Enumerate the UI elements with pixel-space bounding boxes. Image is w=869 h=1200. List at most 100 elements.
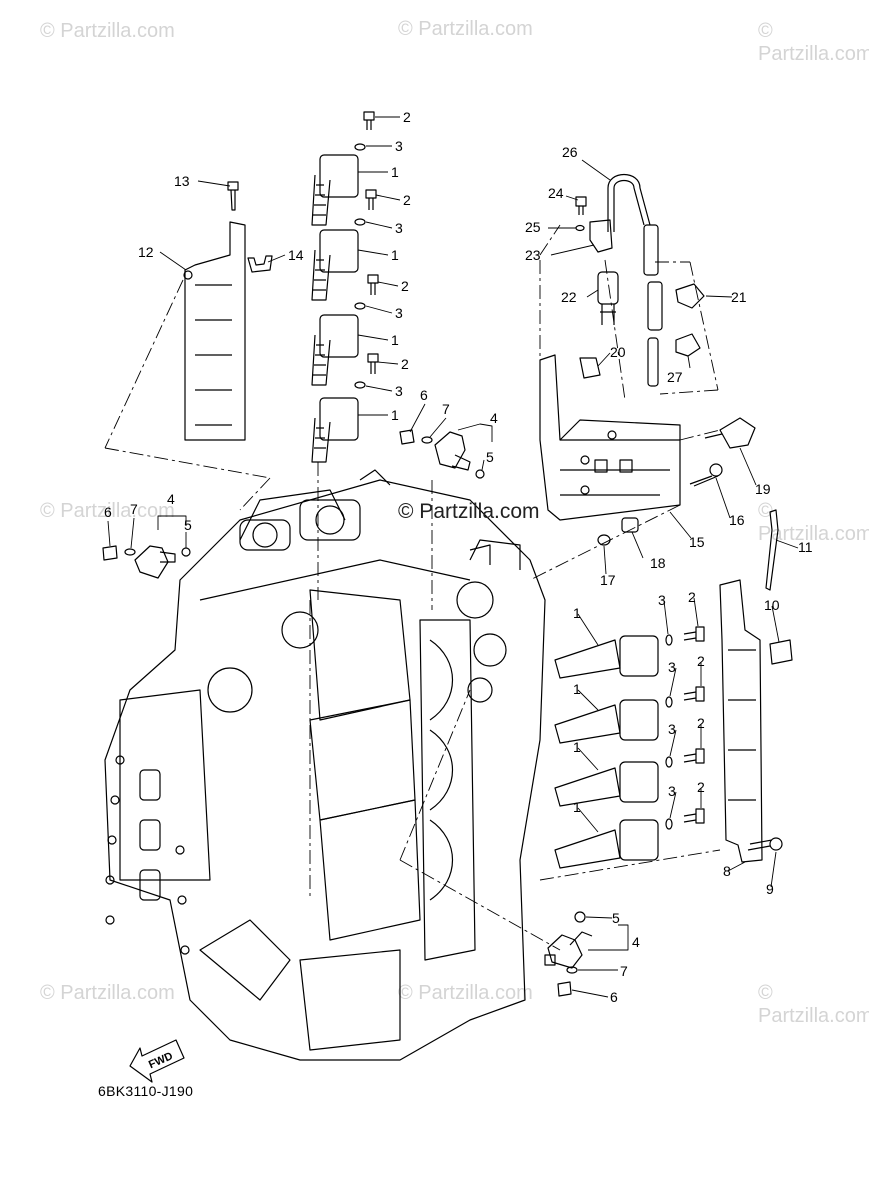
callout-6-left: 6	[104, 504, 112, 520]
callout-1-r4: 1	[573, 799, 581, 815]
callout-4-left: 4	[167, 491, 175, 507]
bolt-16	[689, 463, 723, 487]
forward-arrow-icon	[129, 1039, 185, 1083]
callout-12: 12	[138, 244, 154, 260]
hose-26	[607, 174, 651, 232]
callout-6-lower: 6	[610, 989, 618, 1005]
callout-10: 10	[764, 597, 780, 613]
callout-3-r2: 3	[668, 659, 676, 675]
leader-lines	[107, 116, 799, 998]
ignition-coil-right-4	[554, 819, 659, 869]
callout-2c: 2	[401, 278, 409, 294]
callout-5-left: 5	[184, 517, 192, 533]
callout-3b: 3	[395, 220, 403, 236]
band-11	[765, 509, 779, 591]
watermark-mid-right: © Partzilla.com	[758, 500, 869, 545]
bolt-24	[575, 196, 587, 215]
callout-2-r2: 2	[697, 653, 705, 669]
wire-clamp-14	[247, 255, 273, 273]
callout-1b: 1	[391, 247, 399, 263]
ignition-coil-top-3	[311, 314, 359, 386]
part-code: 6BK3110-J190	[98, 1083, 194, 1099]
collar-18	[621, 517, 639, 533]
callout-1-r2: 1	[573, 681, 581, 697]
callout-3d: 3	[395, 383, 403, 399]
callout-2-r3: 2	[697, 715, 705, 731]
callout-1a: 1	[391, 164, 399, 180]
sensor-assembly-lower	[544, 911, 593, 997]
watermark-bottom-right: © Partzilla.com	[758, 982, 869, 1027]
callout-13: 13	[174, 173, 190, 189]
callout-1c: 1	[391, 332, 399, 348]
holder-21	[675, 283, 705, 309]
electrical-bracket-15	[539, 354, 681, 521]
callout-20: 20	[610, 344, 626, 360]
callout-11: 11	[798, 539, 813, 555]
callout-19: 19	[755, 481, 771, 497]
callout-25: 25	[525, 219, 541, 235]
callout-6-upper: 6	[420, 387, 428, 403]
ignition-coil-right-3	[554, 761, 659, 807]
callout-4-lower: 4	[632, 934, 640, 950]
callout-2a: 2	[403, 109, 411, 125]
bolt-13	[227, 181, 239, 211]
callout-3-r3: 3	[668, 721, 676, 737]
callout-26: 26	[562, 144, 578, 160]
watermark-center: © Partzilla.com	[398, 500, 540, 523]
callout-2-r1: 2	[688, 589, 696, 605]
connector-19	[704, 417, 756, 449]
washer-25	[575, 224, 585, 232]
callout-24: 24	[548, 185, 564, 201]
ignition-coil-bracket-left	[183, 221, 246, 441]
callout-1-r3: 1	[573, 739, 581, 755]
ignition-coil-top-2	[311, 229, 359, 301]
holder-27	[675, 333, 701, 357]
callout-18: 18	[650, 555, 666, 571]
callout-5-lower: 5	[612, 910, 620, 926]
callout-1d: 1	[391, 407, 399, 423]
watermark-top-right: © Partzilla.com	[758, 20, 869, 65]
callout-labels: 2 3 1 2 3 1 2 3 1 2 3 1 13 12 14 6 7 4 5…	[104, 109, 813, 1071]
bracket-23	[589, 219, 613, 253]
fwd-label: FWD	[147, 1050, 175, 1071]
callout-3-r4: 3	[668, 783, 676, 799]
watermark-bottom-center: © Partzilla.com	[398, 982, 533, 1004]
callout-5-upper: 5	[486, 449, 494, 465]
callout-2-r4: 2	[697, 779, 705, 795]
callout-2b: 2	[403, 192, 411, 208]
ignition-coil-bracket-right	[719, 579, 763, 863]
callout-15: 15	[689, 534, 705, 550]
top-bolts-and-washers	[354, 111, 379, 389]
callout-3c: 3	[395, 305, 403, 321]
hose-tube-lower	[643, 224, 663, 387]
watermark-top-left: © Partzilla.com	[40, 20, 175, 42]
callout-27: 27	[667, 369, 683, 385]
phantom-lines	[104, 224, 721, 951]
callout-22: 22	[561, 289, 577, 305]
callout-21: 21	[731, 289, 747, 305]
ignition-coil-top-1	[311, 154, 359, 226]
callout-7-left: 7	[130, 501, 138, 517]
callout-2d: 2	[401, 356, 409, 372]
ignition-coil-top-4	[311, 397, 359, 463]
watermark-bottom-left: © Partzilla.com	[40, 982, 175, 1004]
callout-9: 9	[766, 881, 774, 897]
cylinder-block	[104, 469, 546, 1061]
right-bolts-and-washers	[665, 626, 705, 830]
watermark-top-center: © Partzilla.com	[398, 18, 533, 40]
watermark-mid-left: © Partzilla.com	[40, 500, 175, 522]
callout-23: 23	[525, 247, 541, 263]
callout-3a: 3	[395, 138, 403, 154]
callout-7-lower: 7	[620, 963, 628, 979]
callout-17: 17	[600, 572, 616, 588]
sensor-assembly-upper	[399, 429, 485, 479]
ignition-coil-right-1	[554, 635, 659, 679]
sensor-assembly-left	[102, 545, 191, 579]
bolt-9	[747, 837, 783, 851]
callout-4-upper: 4	[490, 410, 498, 426]
callout-14: 14	[288, 247, 304, 263]
callout-1-r1: 1	[573, 605, 581, 621]
callout-8: 8	[723, 863, 731, 879]
clip-20	[579, 357, 601, 379]
